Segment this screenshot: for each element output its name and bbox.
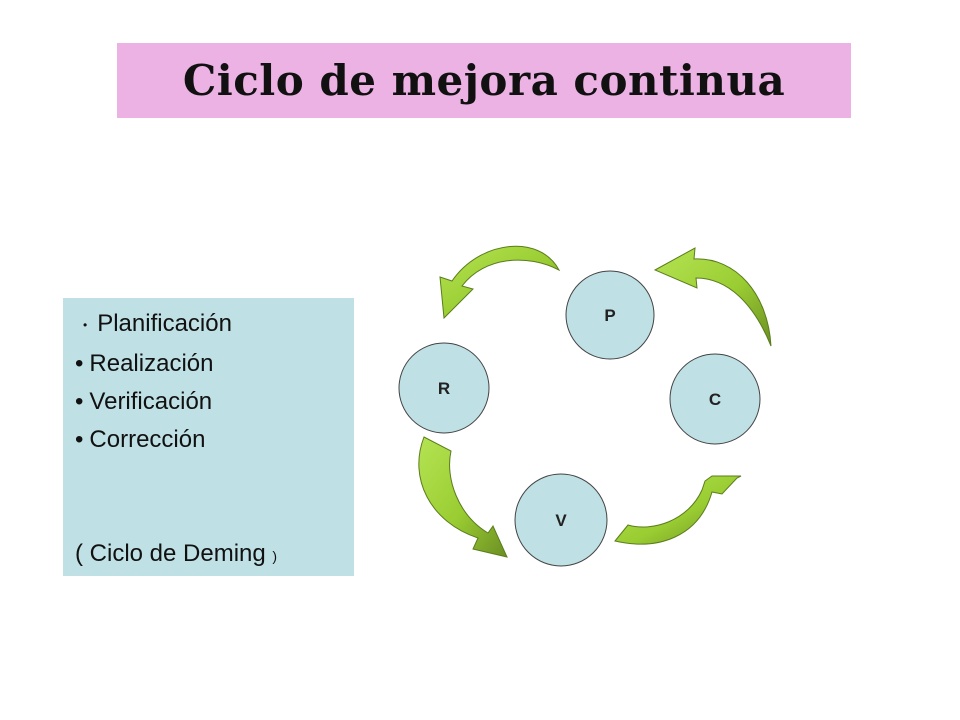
legend-panel: •Planificación •Realización •Verificació… (63, 298, 354, 576)
legend-item-label: Planificación (97, 310, 232, 337)
bullet-icon: • (75, 388, 84, 415)
legend-item-verificacion: •Verificación (75, 388, 212, 416)
legend-item-realizacion: •Realización (75, 350, 213, 378)
node-v-label: V (555, 511, 567, 530)
legend-item-planificacion: • Planificación (83, 310, 232, 338)
legend-item-label: Realización (89, 350, 214, 377)
node-c-label: C (709, 390, 721, 409)
node-p-label: P (604, 306, 615, 325)
legend-footer: ( Ciclo de Deming ) (75, 540, 277, 568)
arrow-v-to-c (614, 475, 742, 545)
page-title: Ciclo de mejora continua (182, 56, 786, 105)
title-banner: Ciclo de mejora continua (117, 43, 851, 118)
legend-item-label: Corrección (89, 426, 206, 453)
node-p: P (565, 270, 655, 360)
legend-footer-close: ) (272, 548, 278, 564)
bullet-icon: • (75, 426, 84, 453)
arrow-p-to-r (439, 245, 561, 320)
node-r-label: R (438, 379, 450, 398)
legend-item-correccion: •Corrección (75, 426, 205, 454)
legend-item-label: Verificación (89, 388, 213, 415)
legend-footer-text: ( Ciclo de Deming (75, 540, 266, 567)
node-c: C (669, 353, 761, 445)
arrow-c-to-p (653, 247, 772, 347)
node-v: V (514, 473, 608, 567)
node-r: R (398, 342, 490, 434)
arrow-r-to-v (418, 436, 508, 558)
bullet-icon: • (75, 350, 84, 377)
bullet-icon: • (83, 317, 88, 332)
